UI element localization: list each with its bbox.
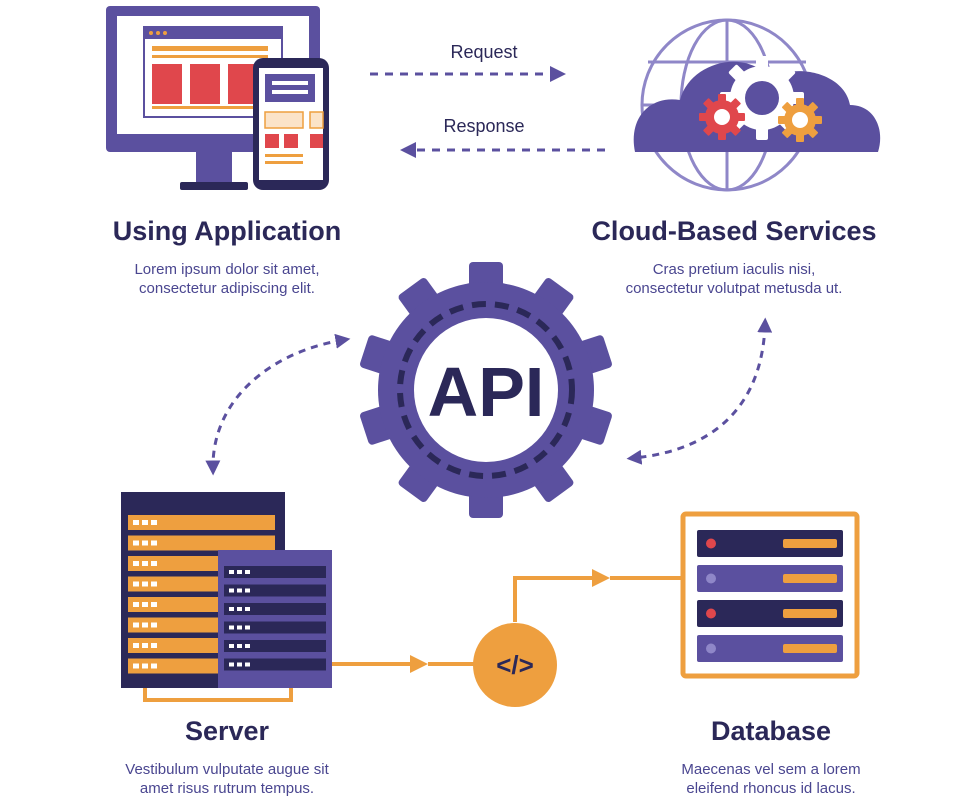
server-led [142, 643, 148, 648]
server-row [128, 515, 275, 530]
server-led [151, 643, 157, 648]
server-title: Server [185, 716, 270, 746]
server-desc-line2: amet risus rutrum tempus. [140, 780, 314, 797]
server-row [128, 535, 275, 551]
response-arrow [400, 142, 605, 158]
smartphone-icon [253, 58, 329, 190]
server-row-front [224, 603, 326, 615]
server-led [133, 622, 139, 628]
cloud-api-curved-arrow [626, 317, 773, 465]
server-row-front [224, 566, 326, 578]
server-led [133, 602, 139, 607]
database-row-indicator [706, 573, 716, 584]
database-row [697, 600, 843, 627]
server-led [142, 602, 148, 607]
server-row-front [224, 640, 326, 652]
app-api-curved-arrow [205, 333, 351, 476]
server-led-front [229, 662, 234, 667]
database-desc-line2: eleifend rhoncus id lacus. [686, 780, 855, 797]
server-led [133, 540, 139, 546]
server-led-front [229, 644, 234, 648]
cloud-gears-icon [633, 18, 881, 192]
cloud-title: Cloud-Based Services [591, 216, 876, 246]
database-desc-line1: Maecenas vel sem a lorem [681, 761, 860, 778]
request-arrow [370, 66, 566, 82]
server-led [133, 581, 139, 587]
server-led-front [237, 607, 242, 611]
response-label: Response [443, 116, 524, 136]
cloud-desc-line1: Cras pretium iaculis nisi, [653, 261, 816, 278]
server-led-front [237, 625, 242, 630]
cloud-gear-orange [778, 98, 822, 142]
request-label: Request [450, 42, 517, 62]
application-title: Using Application [113, 216, 342, 246]
database-row-bar [783, 609, 837, 618]
application-desc-line2: consectetur adipiscing elit. [139, 280, 315, 297]
server-led-front [245, 625, 250, 630]
server-led-front [237, 644, 242, 648]
api-label: API [428, 353, 545, 431]
server-led [151, 602, 157, 607]
server-led-front [245, 588, 250, 593]
code-label: </> [496, 650, 534, 680]
server-led [142, 663, 148, 669]
server-led [133, 561, 139, 566]
database-row-indicator [706, 538, 716, 549]
database-row-bar [783, 644, 837, 653]
server-led-front [245, 644, 250, 648]
cloud-gear-red [699, 94, 745, 140]
database-row [697, 530, 843, 557]
server-led-front [229, 588, 234, 593]
database-row [697, 635, 843, 662]
server-led [151, 520, 157, 525]
server-led [151, 540, 157, 546]
server-rack-icon [121, 492, 332, 702]
database-row [697, 565, 843, 592]
cloud-gear-large [720, 56, 804, 140]
server-led [142, 520, 148, 525]
database-stack-icon [680, 511, 860, 679]
server-led-front [229, 625, 234, 630]
database-row-bar [783, 574, 837, 583]
gear-icon [360, 262, 612, 518]
database-row-indicator [706, 643, 716, 654]
server-led [133, 663, 139, 669]
server-led [142, 581, 148, 587]
server-led-front [237, 570, 242, 574]
server-led-front [245, 570, 250, 574]
code-to-database-connector [513, 569, 686, 622]
server-to-code-connector [332, 655, 474, 673]
server-led-front [245, 607, 250, 611]
database-title: Database [711, 716, 831, 746]
database-row-bar [783, 539, 837, 548]
server-led [142, 540, 148, 546]
server-row-front [224, 621, 326, 634]
server-led-front [229, 607, 234, 611]
code-brackets-icon [473, 623, 557, 707]
server-led [142, 622, 148, 628]
cloud-desc-line2: consectetur volutpat metusda ut. [626, 280, 843, 297]
server-led [133, 520, 139, 525]
server-led [142, 561, 148, 566]
application-desc-line1: Lorem ipsum dolor sit amet, [134, 261, 319, 278]
server-led-front [237, 662, 242, 667]
database-row-indicator [706, 608, 716, 619]
server-led-front [229, 570, 234, 574]
server-led [151, 561, 157, 566]
server-led [133, 643, 139, 648]
server-desc-line1: Vestibulum vulputate augue sit [125, 761, 329, 778]
server-led [151, 663, 157, 669]
server-led [151, 581, 157, 587]
server-row-front [224, 658, 326, 671]
server-led [151, 622, 157, 628]
server-led-front [245, 662, 250, 667]
server-led-front [237, 588, 242, 593]
server-row-front [224, 584, 326, 597]
